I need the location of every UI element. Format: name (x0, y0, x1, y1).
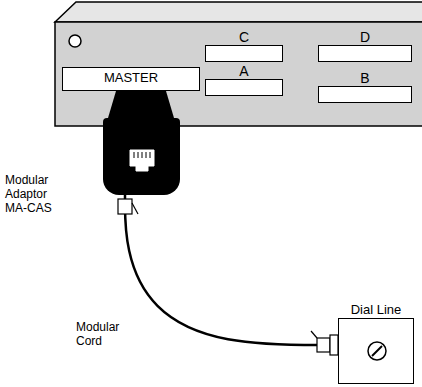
modular-adaptor: Modular Adaptor MA-CAS (103, 118, 180, 195)
port-slot: B (318, 86, 412, 103)
part-label: Modular Adaptor MA-CAS (5, 174, 63, 215)
jack-contacts (134, 152, 150, 158)
screw-symbol (339, 319, 412, 382)
indicator-lamp (69, 35, 81, 47)
rj-jack (103, 118, 180, 195)
jack-socket (330, 335, 338, 355)
screw-head (368, 342, 386, 360)
port-slot: C (205, 45, 283, 62)
port-label: A (196, 63, 292, 79)
jack-opening (130, 150, 154, 171)
port-label: Dial Line (329, 303, 422, 318)
port-label: D (309, 29, 421, 45)
port-slot: A (205, 79, 283, 96)
housing-top (55, 2, 422, 22)
modular-cord (125, 195, 338, 345)
adaptor-plug (108, 91, 174, 118)
screw-slot (372, 346, 382, 356)
port-label: B (309, 70, 421, 86)
housing-front (55, 22, 422, 126)
cord-plug (118, 199, 138, 214)
master-port: MASTER (62, 67, 200, 91)
port-slot: D (318, 45, 412, 62)
port-label: C (196, 29, 292, 45)
dial-line-jack: Dial Line (338, 318, 414, 384)
cord-label: Modular Cord (76, 321, 132, 349)
cord-plug (311, 331, 330, 352)
port-name: MASTER (63, 71, 199, 86)
